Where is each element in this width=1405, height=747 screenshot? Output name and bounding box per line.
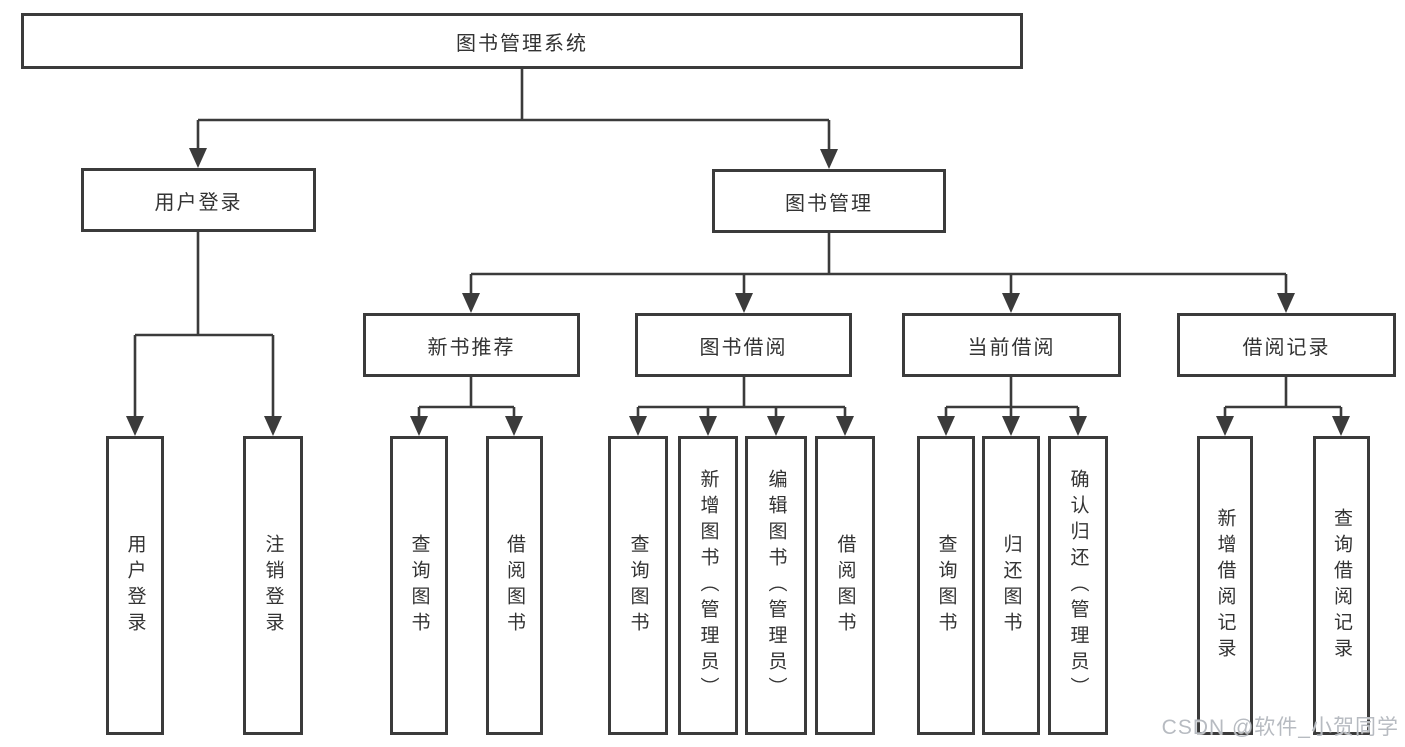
node-root: 图书管理系统 bbox=[21, 13, 1023, 69]
node-book-management: 图书管理 bbox=[712, 169, 946, 233]
tree-edges bbox=[133, 69, 1343, 421]
node-borrowing-records-label: 借阅记录 bbox=[1242, 336, 1331, 359]
leaf-return-books-label: 归还图书 bbox=[1000, 533, 1022, 638]
leaf-add-books-admin-label: 新增图书（管理员） bbox=[697, 468, 719, 703]
leaf-query-books-recommend: 查询图书 bbox=[390, 436, 448, 735]
leaf-borrow-books-recommend: 借阅图书 bbox=[486, 436, 543, 735]
leaf-query-borrow-record: 查询借阅记录 bbox=[1313, 436, 1370, 735]
leaf-query-books-borrowing-label: 查询图书 bbox=[627, 533, 649, 638]
node-root-label: 图书管理系统 bbox=[456, 32, 588, 55]
leaf-query-borrow-record-label: 查询借阅记录 bbox=[1331, 507, 1352, 664]
node-new-book-recommend: 新书推荐 bbox=[363, 313, 580, 377]
leaf-add-borrow-record: 新增借阅记录 bbox=[1197, 436, 1253, 735]
leaf-query-books-borrowing: 查询图书 bbox=[608, 436, 668, 735]
node-user-login-label: 用户登录 bbox=[154, 191, 243, 214]
node-borrowing-records: 借阅记录 bbox=[1177, 313, 1396, 377]
node-book-borrowing-label: 图书借阅 bbox=[699, 336, 788, 359]
leaf-query-books-current-label: 查询图书 bbox=[935, 533, 957, 638]
leaf-query-books-current: 查询图书 bbox=[917, 436, 975, 735]
leaf-borrow-books: 借阅图书 bbox=[815, 436, 875, 735]
node-current-borrowing: 当前借阅 bbox=[902, 313, 1121, 377]
leaf-logout-label: 注销登录 bbox=[262, 533, 284, 638]
leaf-confirm-return-admin-label: 确认归还（管理员） bbox=[1067, 468, 1089, 703]
leaf-user-login: 用户登录 bbox=[106, 436, 164, 735]
node-book-management-label: 图书管理 bbox=[785, 192, 873, 215]
leaf-query-books-recommend-label: 查询图书 bbox=[408, 533, 430, 638]
leaf-borrow-books-label: 借阅图书 bbox=[834, 533, 856, 638]
leaf-edit-books-admin-label: 编辑图书（管理员） bbox=[765, 468, 787, 703]
node-current-borrowing-label: 当前借阅 bbox=[967, 336, 1056, 359]
leaf-add-borrow-record-label: 新增借阅记录 bbox=[1214, 507, 1236, 664]
leaf-add-books-admin: 新增图书（管理员） bbox=[678, 436, 738, 735]
leaf-borrow-books-recommend-label: 借阅图书 bbox=[504, 533, 525, 638]
leaf-edit-books-admin: 编辑图书（管理员） bbox=[745, 436, 807, 735]
node-new-book-recommend-label: 新书推荐 bbox=[427, 336, 516, 359]
node-user-login: 用户登录 bbox=[81, 168, 316, 232]
leaf-user-login-label: 用户登录 bbox=[124, 533, 146, 638]
arrowheads bbox=[126, 148, 1350, 436]
leaf-logout: 注销登录 bbox=[243, 436, 303, 735]
node-book-borrowing: 图书借阅 bbox=[635, 313, 852, 377]
leaf-return-books: 归还图书 bbox=[982, 436, 1040, 735]
csdn-watermark: CSDN @软件_小贺同学 bbox=[1161, 716, 1399, 739]
leaf-confirm-return-admin: 确认归还（管理员） bbox=[1048, 436, 1108, 735]
